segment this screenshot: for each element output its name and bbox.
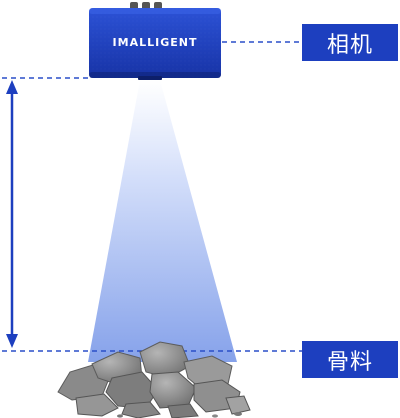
camera-brand-text: IMALLIGENT <box>113 36 198 49</box>
light-beam <box>88 80 237 362</box>
camera-label: 相机 <box>302 24 398 61</box>
distance-arrow <box>6 80 18 348</box>
camera-device: IMALLIGENT <box>89 2 221 80</box>
aggregate-rock-pile <box>57 341 251 418</box>
aggregate-label: 骨料 <box>302 341 398 378</box>
